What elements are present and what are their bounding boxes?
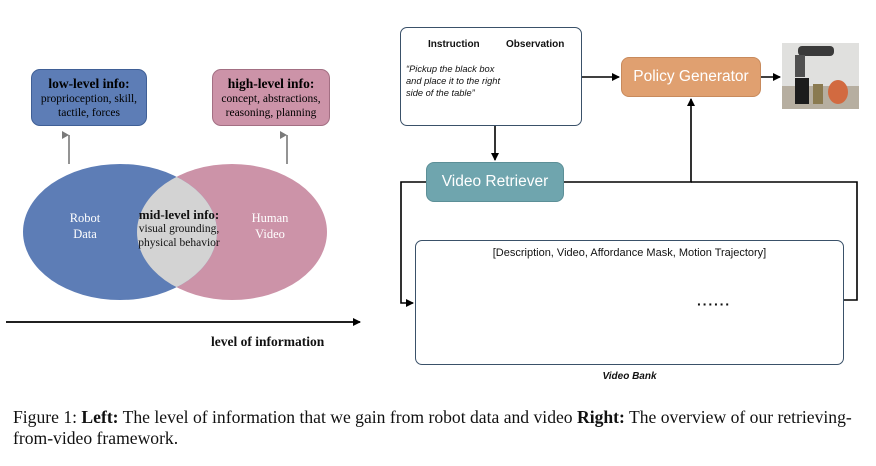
low-level-info-line-1: proprioception, skill, — [40, 92, 138, 105]
mid-level-info-line-1: visual grounding, — [138, 223, 220, 235]
instruction-panel: Instruction Observation “Pickup the blac… — [400, 27, 582, 126]
human-video-line-1: Human — [251, 211, 289, 225]
output-image — [782, 43, 859, 109]
figure-caption: Figure 1: Left: The level of information… — [13, 407, 869, 449]
caption-left-bold: Left: — [81, 407, 119, 427]
bank-to-right-line — [691, 181, 858, 301]
retriever-to-bank-line — [400, 181, 426, 307]
video-bank-header: [Description, Video, Affordance Mask, Mo… — [492, 247, 767, 259]
low-level-info-box: low-level info: proprioception, skill, t… — [31, 69, 147, 126]
caption-prefix: Figure 1: — [13, 407, 82, 427]
robot-data-line-2: Data — [73, 227, 97, 241]
policy-generator-box: Policy Generator — [621, 57, 761, 97]
video-bank-panel: [Description, Video, Affordance Mask, Mo… — [415, 240, 844, 365]
caption-right-bold: Right: — [577, 407, 625, 427]
human-video-line-2: Video — [255, 227, 285, 241]
retriever-to-policy-line — [564, 98, 695, 183]
instruction-header: Instruction — [428, 39, 480, 50]
video-bank-caption: Video Bank — [602, 371, 657, 382]
high-level-info-box: high-level info: concept, abstractions, … — [212, 69, 330, 126]
mid-level-info-title: mid-level info: — [138, 207, 220, 222]
instruction-text: “Pickup the black box and place it to th… — [406, 64, 501, 98]
overlap-region — [137, 164, 217, 300]
level-of-information-label: level of information — [211, 334, 325, 349]
mid-level-info-label: mid-level info: visual grounding, physic… — [120, 207, 238, 250]
video-retriever-box: Video Retriever — [426, 162, 564, 202]
mid-level-info-line-2: physical behavior — [138, 236, 220, 249]
human-video-label: Human Video — [232, 210, 308, 242]
caption-left-text: The level of information that we gain fr… — [118, 407, 577, 427]
robot-data-label: Robot Data — [50, 210, 120, 242]
low-level-info-title: low-level info: — [48, 75, 130, 91]
video-bank-ellipsis: ······ — [697, 296, 731, 312]
high-level-info-title: high-level info: — [227, 75, 315, 91]
robot-data-line-1: Robot — [69, 211, 101, 225]
high-level-info-line-1: concept, abstractions, — [221, 92, 321, 105]
observation-header: Observation — [506, 39, 565, 50]
high-level-info-line-2: reasoning, planning — [225, 106, 317, 119]
low-level-info-line-2: tactile, forces — [58, 106, 120, 119]
caption-right-text: The overview of our retrieving-from-vide… — [13, 407, 852, 448]
